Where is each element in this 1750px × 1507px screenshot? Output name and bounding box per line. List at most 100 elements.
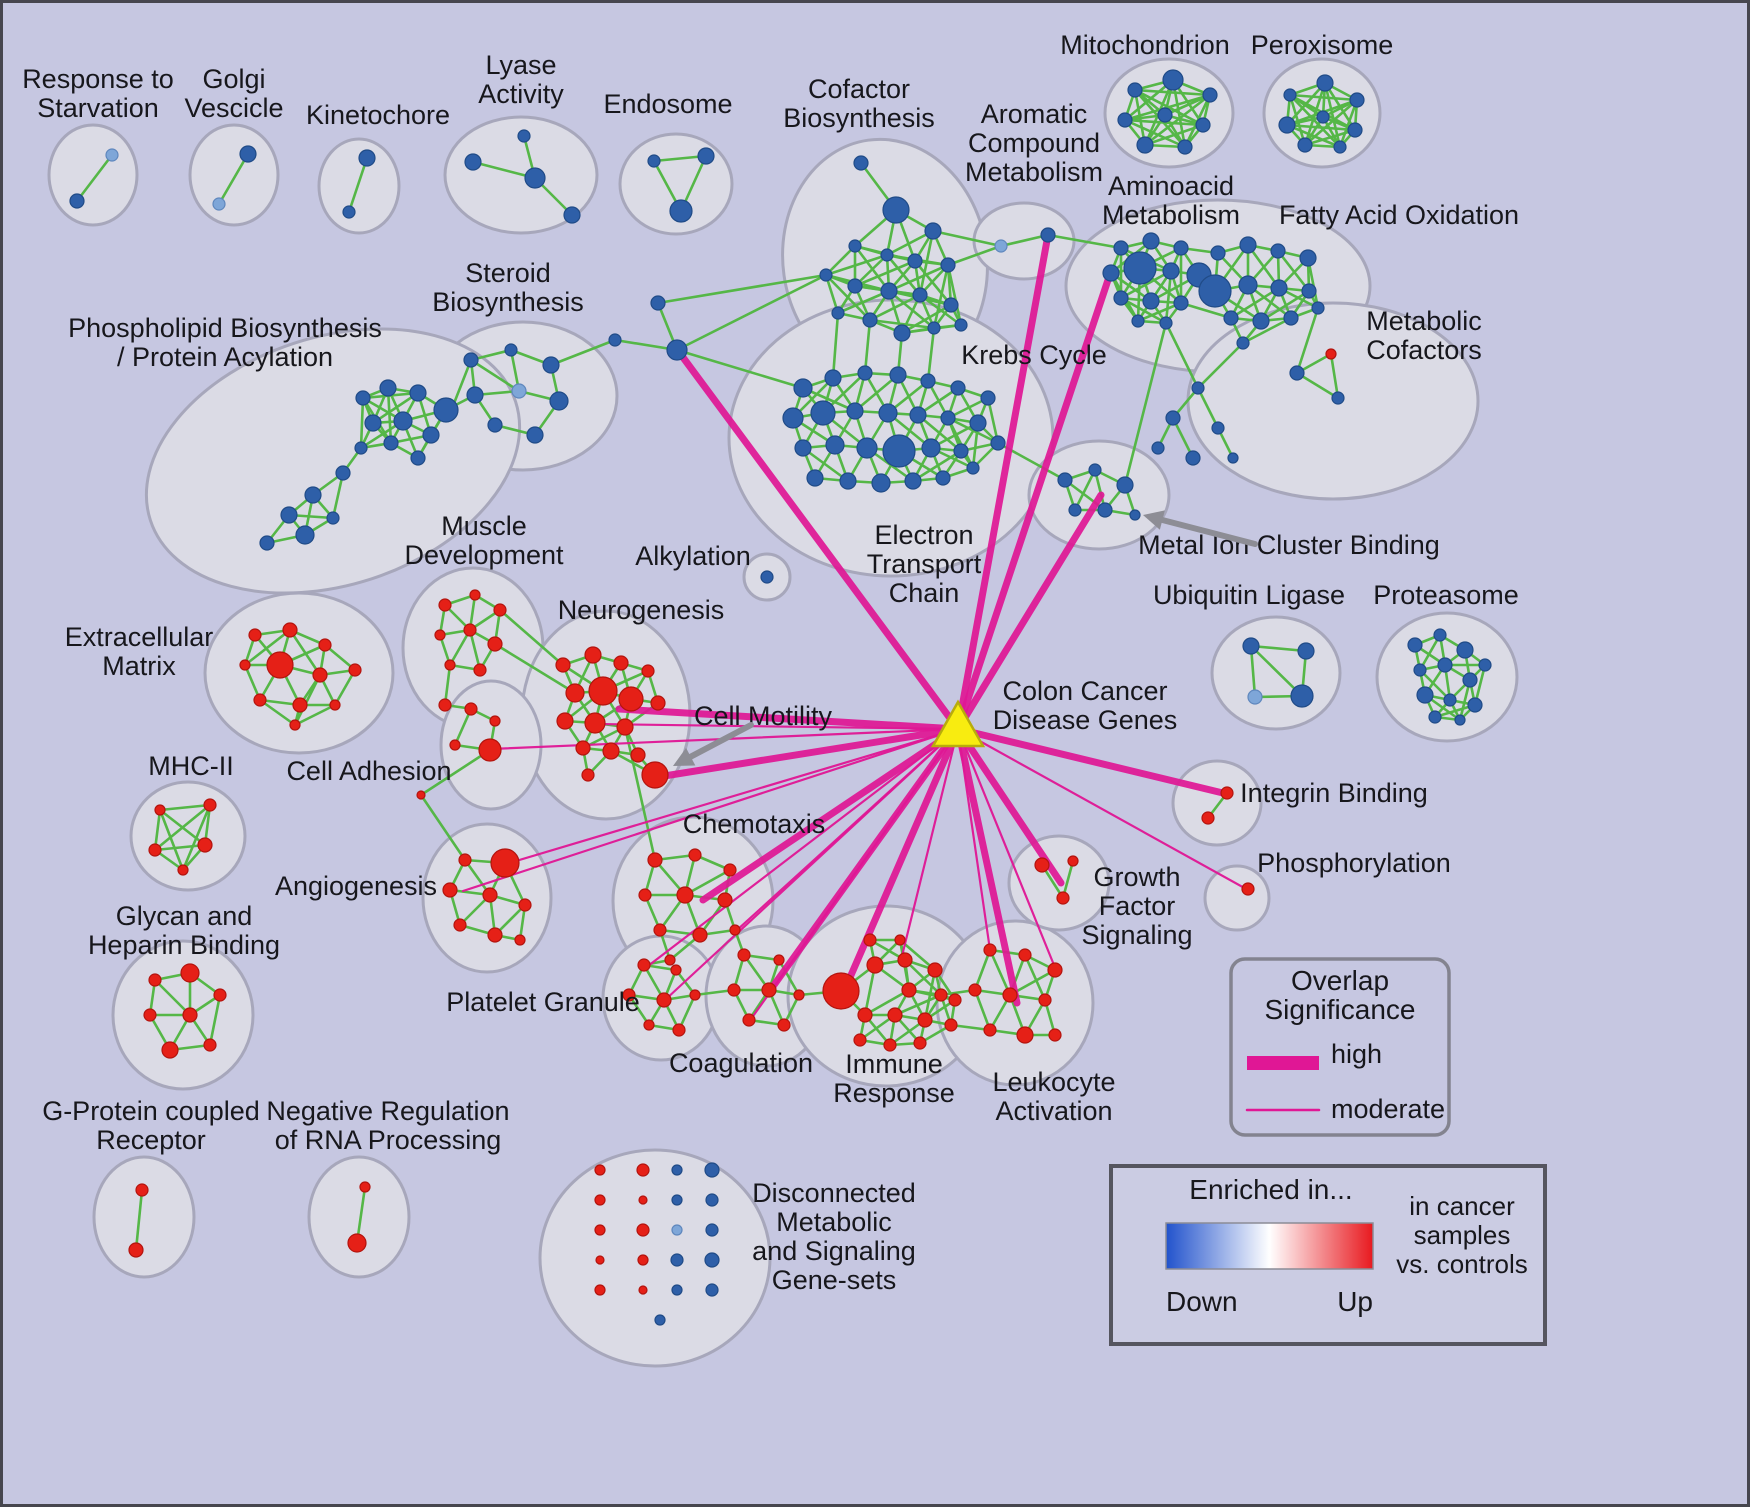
gene-set-bridge-edge bbox=[1196, 386, 1220, 430]
gene-set-bridge-edge bbox=[493, 642, 577, 695]
gene-set-node bbox=[588, 676, 618, 706]
gene-set-edge bbox=[258, 698, 297, 727]
gene-set-node bbox=[595, 1255, 605, 1265]
gene-set-node bbox=[793, 989, 805, 1001]
significance-edge-moderate bbox=[749, 727, 960, 1021]
gene-set-node bbox=[950, 380, 966, 396]
gene-set-edge bbox=[293, 673, 322, 727]
gene-set-node bbox=[154, 804, 166, 816]
gene-set-node bbox=[565, 683, 585, 703]
gene-set-node bbox=[416, 790, 426, 800]
gene-set-node bbox=[409, 384, 427, 402]
gene-set-edge bbox=[1276, 249, 1311, 293]
gene-set-bridge-edge bbox=[623, 725, 657, 862]
cell-motility-arrow bbox=[687, 722, 754, 760]
gene-set-node bbox=[705, 1223, 719, 1237]
gene-set-edge bbox=[946, 263, 963, 327]
gene-set-edge bbox=[469, 358, 521, 393]
cluster-label-phosphorylation: Phosphorylation bbox=[1257, 848, 1451, 878]
gene-set-node bbox=[128, 1242, 144, 1258]
gene-set-bridge-edge bbox=[549, 338, 617, 367]
gene-set-node bbox=[723, 863, 737, 877]
cluster-label-proteasome: Proteasome bbox=[1373, 580, 1519, 610]
cluster-ellipse-negative-regulation-of-rna-processing bbox=[307, 1155, 411, 1279]
gene-set-node bbox=[880, 282, 898, 300]
gene-set-node bbox=[379, 379, 397, 397]
gene-set-node bbox=[883, 1038, 897, 1052]
gene-set-node bbox=[968, 983, 982, 997]
gene-set-node bbox=[511, 383, 527, 399]
gene-set-node bbox=[253, 693, 267, 707]
gene-set-node bbox=[1018, 948, 1032, 962]
gene-set-node bbox=[280, 506, 298, 524]
gene-set-node bbox=[197, 837, 213, 853]
gene-set-node bbox=[1236, 336, 1250, 350]
gene-set-bridge-edge bbox=[656, 273, 828, 305]
gene-set-edge bbox=[153, 978, 192, 1017]
gene-set-node bbox=[760, 570, 774, 584]
gene-set-edge bbox=[903, 958, 943, 997]
gene-set-node bbox=[1067, 855, 1079, 867]
gene-set-node bbox=[893, 324, 911, 342]
gene-set-node bbox=[69, 193, 85, 209]
gene-set-node bbox=[935, 470, 951, 486]
gene-set-node bbox=[672, 1023, 686, 1037]
gene-set-edge bbox=[973, 988, 992, 1032]
gene-set-node bbox=[839, 472, 857, 490]
gene-set-node bbox=[1428, 710, 1442, 724]
gene-set-node bbox=[487, 417, 503, 433]
gene-set-edge bbox=[1241, 316, 1293, 345]
gene-set-node bbox=[1131, 314, 1145, 328]
gene-set-node bbox=[203, 798, 217, 812]
gene-set-bridge-edge bbox=[863, 318, 872, 375]
gene-set-node bbox=[105, 148, 119, 162]
gene-set-edge bbox=[824, 273, 840, 315]
gene-set-node bbox=[666, 339, 688, 361]
gene-set-node bbox=[1116, 476, 1134, 494]
gene-set-edge bbox=[243, 628, 292, 667]
cluster-ellipse-phosphorylation bbox=[1203, 864, 1271, 932]
gene-set-node bbox=[608, 333, 622, 347]
gene-set-node bbox=[705, 1193, 719, 1207]
gene-set-edge bbox=[946, 416, 975, 470]
cluster-label-chemotaxis: Chemotaxis bbox=[683, 809, 826, 839]
gene-set-edge bbox=[1123, 93, 1212, 122]
gene-set-bridge-edge bbox=[831, 311, 840, 380]
gene-set-node bbox=[737, 948, 751, 962]
gene-set-edge bbox=[1418, 633, 1442, 672]
gene-set-edge bbox=[386, 386, 393, 445]
gene-set-node bbox=[1299, 249, 1317, 267]
gene-set-edge bbox=[801, 446, 850, 483]
gene-set-node bbox=[671, 1224, 683, 1236]
gene-set-node bbox=[637, 1254, 649, 1266]
gene-set-node bbox=[348, 663, 362, 677]
gene-set-edge bbox=[347, 156, 369, 214]
gene-set-node bbox=[656, 992, 672, 1008]
gene-set-node bbox=[1239, 236, 1257, 254]
cluster-ellipse-golgi-vescicle bbox=[188, 123, 280, 227]
gene-set-node bbox=[966, 461, 980, 475]
gene-set-edge bbox=[853, 259, 917, 288]
cluster-label-cell-adhesion: Cell Adhesion bbox=[286, 756, 451, 786]
gene-set-node bbox=[1102, 264, 1120, 282]
gene-set-node bbox=[148, 973, 162, 987]
gene-set-node bbox=[555, 657, 571, 673]
gene-set-node bbox=[670, 964, 682, 976]
significance-edge-high bbox=[675, 348, 962, 733]
gene-set-node bbox=[1151, 441, 1165, 455]
gene-set-node bbox=[1016, 1026, 1034, 1044]
gene-set-node bbox=[1173, 295, 1189, 311]
cluster-label-alkylation: Alkylation bbox=[635, 541, 751, 571]
gene-set-node bbox=[773, 954, 785, 966]
gene-set-node bbox=[135, 1183, 149, 1197]
gene-set-edge bbox=[134, 1188, 144, 1252]
gene-set-node bbox=[912, 287, 928, 303]
gene-set-node bbox=[613, 655, 629, 671]
gene-set-node bbox=[676, 886, 694, 904]
gene-set-node bbox=[575, 740, 591, 756]
gene-set-node bbox=[1117, 112, 1133, 128]
